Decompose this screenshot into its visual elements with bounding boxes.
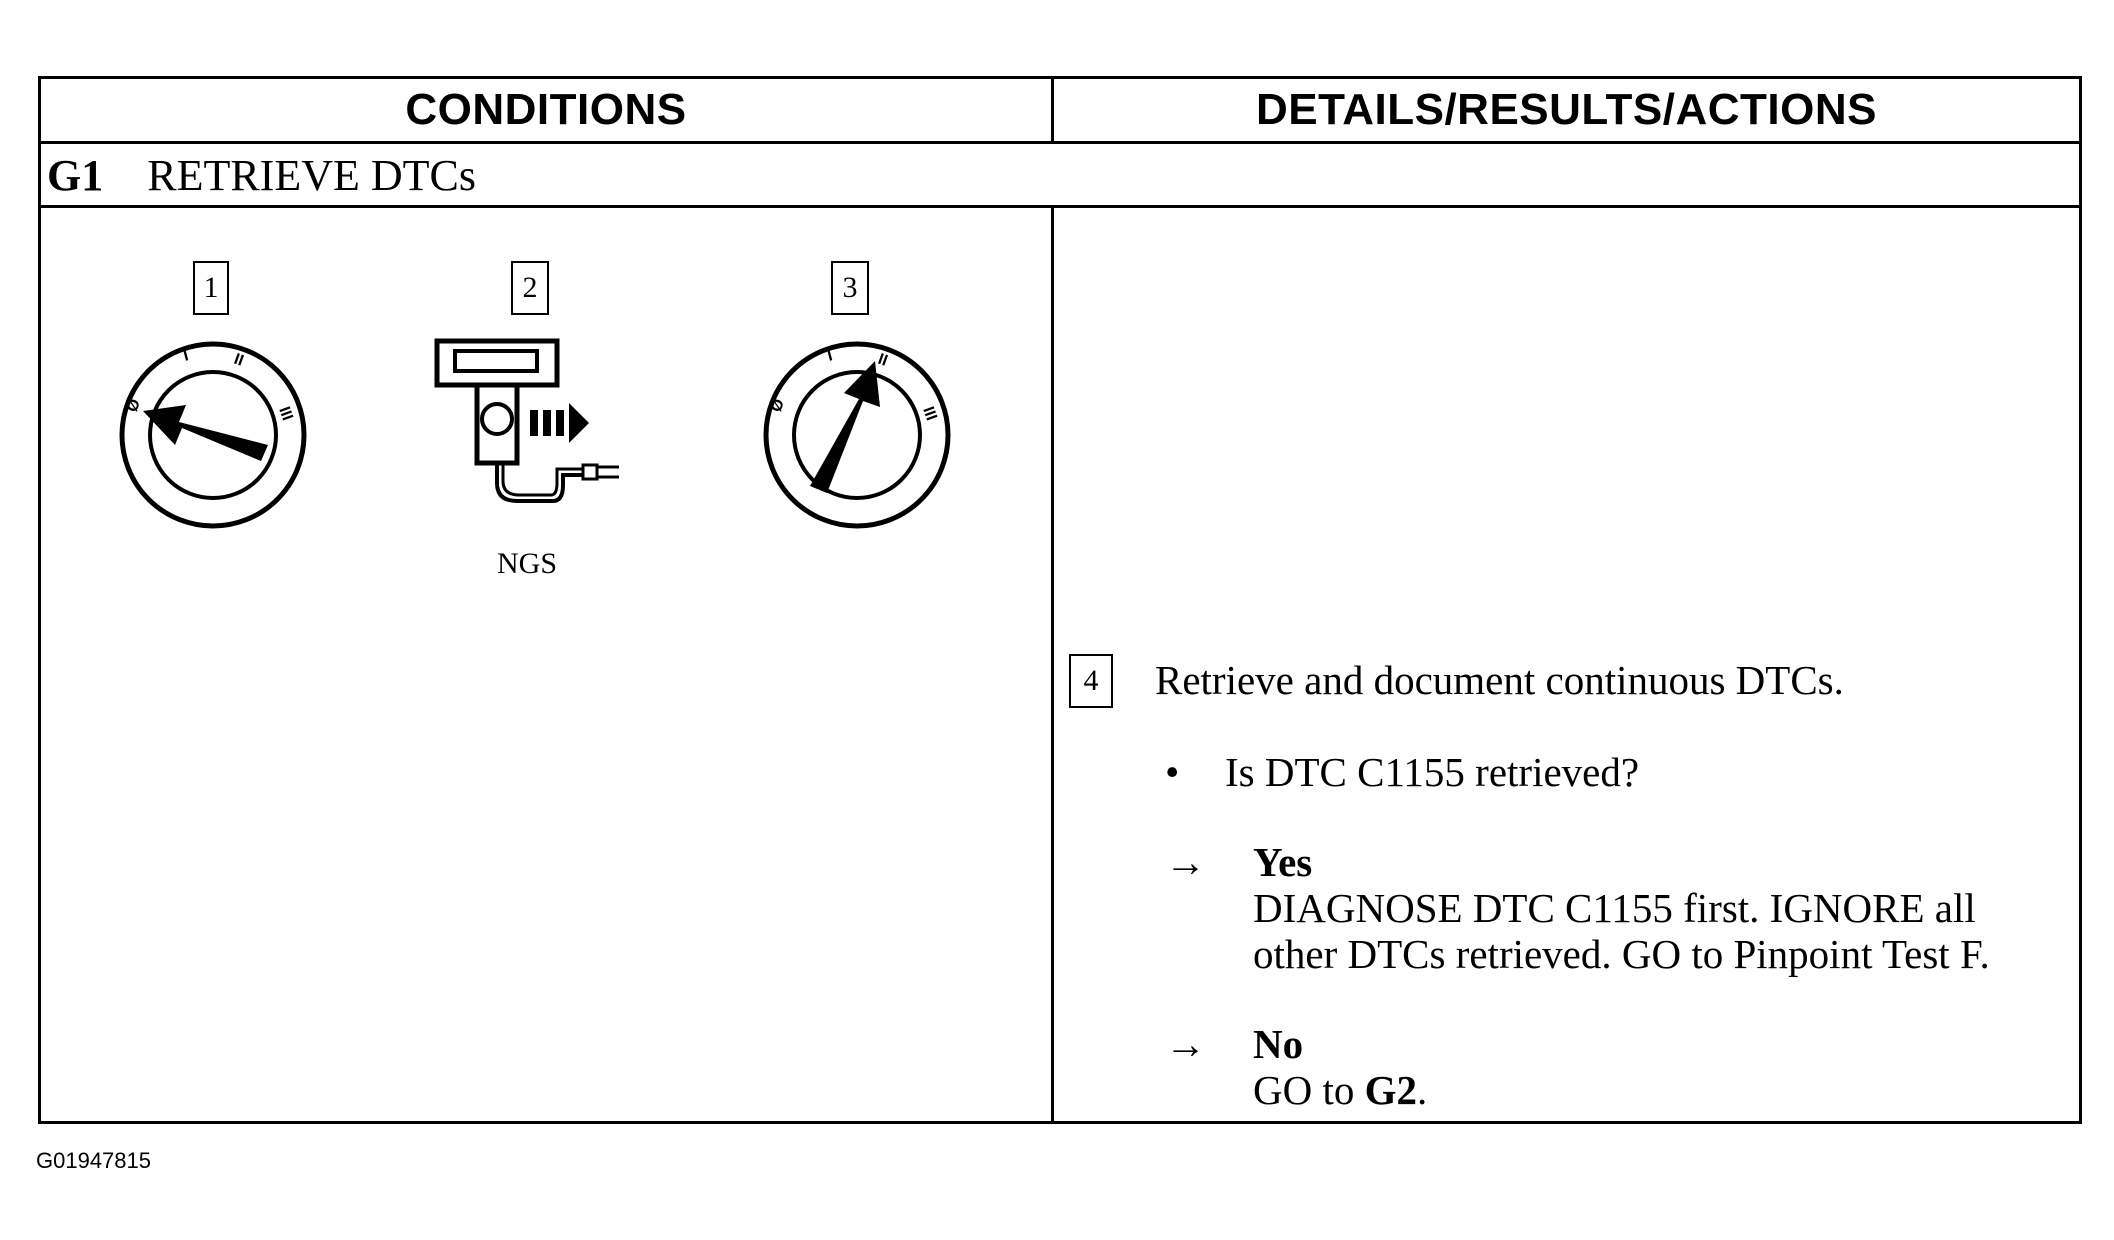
title-rule (41, 205, 2079, 208)
step-id: G1 (47, 150, 104, 200)
details-step-4-number: 4 (1069, 654, 1113, 708)
yes-action-line-2: other DTCs retrieved. GO to Pinpoint Tes… (1253, 931, 1990, 977)
diagram-step-1-number: 1 (193, 261, 229, 315)
diagram-step-2-number: 2 (511, 261, 549, 315)
no-label: No (1253, 1021, 1304, 1067)
no-action-prefix: GO to (1253, 1067, 1365, 1113)
ngs-caption: NGS (497, 547, 558, 580)
yes-action-line-1: DIAGNOSE DTC C1155 first. IGNORE all (1253, 885, 1976, 931)
details-header: DETAILS/RESULTS/ACTIONS (1256, 85, 1877, 134)
mark-3: III (919, 405, 940, 423)
question-text: Is DTC C1155 retrieved? (1225, 749, 1640, 795)
mark-1: I (826, 347, 835, 365)
mark-2: II (876, 351, 890, 370)
diagram-step-3-number: 3 (831, 261, 869, 315)
mark-0: Ø (124, 397, 144, 415)
mark-2: II (232, 351, 246, 370)
ignition-key-off-icon: Ø I II III (119, 341, 307, 529)
yes-label: Yes (1253, 839, 1313, 885)
ignition-key-run-icon: Ø I II III (763, 341, 951, 529)
conditions-header: CONDITIONS (405, 85, 687, 134)
header-divider (1051, 79, 1054, 141)
mark-0: Ø (768, 397, 788, 415)
no-action-suffix: . (1417, 1067, 1428, 1113)
figure-code: G01947815 (36, 1148, 151, 1173)
mark-1: I (182, 347, 191, 365)
ngs-tester-icon (434, 338, 619, 503)
column-divider (1051, 205, 1054, 1121)
step-title: RETRIEVE DTCs (147, 150, 476, 200)
no-arrow-icon: → (1165, 1021, 1206, 1067)
no-action: GO to G2. (1253, 1067, 1427, 1113)
bullet-icon: • (1165, 749, 1180, 795)
procedure-table: CONDITIONS DETAILS/RESULTS/ACTIONS G1 RE… (38, 76, 2082, 1124)
instruction-text: Retrieve and document continuous DTCs. (1155, 657, 1844, 703)
step-title-row: G1 RETRIEVE DTCs (47, 145, 476, 205)
no-action-target: G2 (1364, 1067, 1418, 1113)
mark-3: III (275, 405, 296, 423)
yes-arrow-icon: → (1165, 839, 1206, 885)
header-rule (41, 141, 2079, 144)
